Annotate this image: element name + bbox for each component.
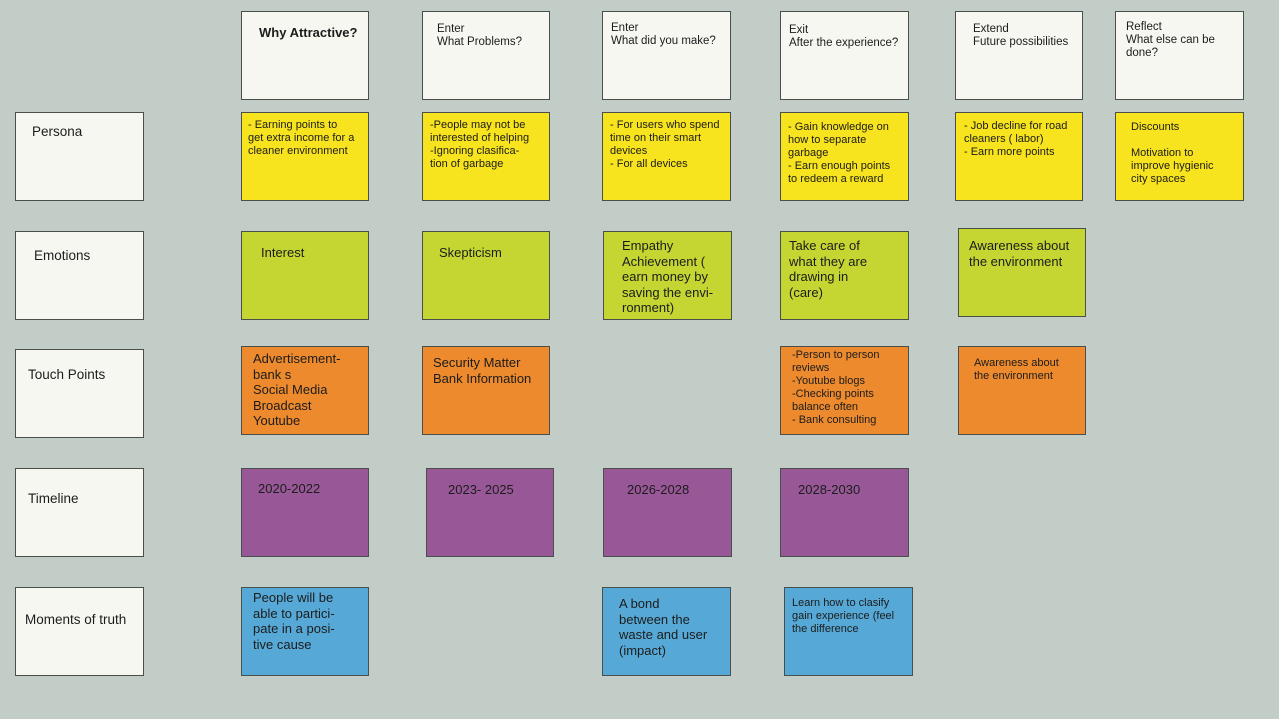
moments-why-attractive-note: People will be able to partici- pate in … (241, 587, 369, 676)
row-label-timeline: Timeline (15, 468, 144, 557)
row-label-emotions: Emotions (15, 231, 144, 320)
persona-reflect-text: Discounts Motivation to improve hygienic… (1131, 121, 1214, 185)
row-label-touch-points: Touch Points (15, 349, 144, 438)
moments-enter-make-note: A bond between the waste and user (impac… (602, 587, 731, 676)
touchpoints-enter-problems-text: Security Matter Bank Information (433, 355, 532, 386)
header-reflect: Reflect What else can be done? (1115, 11, 1244, 100)
header-extend: Extend Future possibilities (955, 11, 1083, 100)
row-label-timeline-text: Timeline (28, 491, 79, 506)
row-label-persona: Persona (15, 112, 144, 201)
persona-exit-text: - Gain knowledge on how to separate garb… (788, 121, 891, 185)
header-exit-text: Exit After the experience? (789, 24, 899, 49)
touchpoints-extend-note: Awareness about the environment (958, 346, 1086, 435)
persona-why-attractive-text: - Earning points to get extra income for… (248, 119, 355, 157)
row-label-moments-of-truth: Moments of truth (15, 587, 144, 676)
timeline-2028-2030-text: 2028-2030 (798, 482, 861, 497)
emotions-enter-make-text: Empathy Achievement ( earn money by savi… (622, 238, 714, 315)
timeline-2020-2022-note: 2020-2022 (241, 468, 369, 557)
persona-extend-text: - Job decline for road cleaners ( labor)… (964, 120, 1068, 158)
header-enter-make-text: Enter What did you make? (611, 22, 716, 47)
emotions-exit-note: Take care of what they are drawing in (c… (780, 231, 909, 320)
persona-exit-note: - Gain knowledge on how to separate garb… (780, 112, 909, 201)
persona-extend-note: - Job decline for road cleaners ( labor)… (955, 112, 1083, 201)
row-label-moments-of-truth-text: Moments of truth (25, 612, 127, 627)
persona-why-attractive-note: - Earning points to get extra income for… (241, 112, 369, 201)
persona-enter-make-note: - For users who spend time on their smar… (602, 112, 731, 201)
moments-exit-text: Learn how to clasify gain experience (fe… (792, 597, 895, 635)
timeline-2023-2025-note: 2023- 2025 (426, 468, 554, 557)
touchpoints-why-attractive-note: Advertisement- bank s Social Media Broad… (241, 346, 369, 435)
emotions-enter-make-note: Empathy Achievement ( earn money by savi… (603, 231, 732, 320)
persona-enter-make-text: - For users who spend time on their smar… (610, 119, 720, 170)
header-enter-make: Enter What did you make? (602, 11, 731, 100)
persona-reflect-note: Discounts Motivation to improve hygienic… (1115, 112, 1244, 201)
touchpoints-exit-text: -Person to person reviews -Youtube blogs… (792, 349, 880, 426)
emotions-enter-problems-note: Skepticism (422, 231, 550, 320)
moments-exit-note: Learn how to clasify gain experience (fe… (784, 587, 913, 676)
timeline-2026-2028-text: 2026-2028 (627, 482, 690, 497)
row-label-emotions-text: Emotions (34, 248, 91, 263)
moments-enter-make-text: A bond between the waste and user (impac… (619, 596, 708, 658)
touchpoints-enter-problems-note: Security Matter Bank Information (422, 346, 550, 435)
touchpoints-why-attractive-text: Advertisement- bank s Social Media Broad… (253, 351, 341, 428)
header-reflect-text: Reflect What else can be done? (1126, 21, 1215, 59)
timeline-2023-2025-text: 2023- 2025 (448, 482, 514, 497)
persona-enter-problems-note: -People may not be interested of helping… (422, 112, 550, 201)
timeline-2028-2030-note: 2028-2030 (780, 468, 909, 557)
emotions-exit-text: Take care of what they are drawing in (c… (789, 238, 868, 300)
row-label-persona-text: Persona (32, 124, 83, 139)
emotions-enter-problems-text: Skepticism (439, 245, 502, 260)
timeline-2026-2028-note: 2026-2028 (603, 468, 732, 557)
touchpoints-exit-note: -Person to person reviews -Youtube blogs… (780, 346, 909, 435)
emotions-why-attractive-note: Interest (241, 231, 369, 320)
emotions-extend-note: Awareness about the environment (958, 228, 1086, 317)
header-why-attractive-text: Why Attractive? (259, 25, 358, 40)
timeline-2020-2022-text: 2020-2022 (258, 481, 321, 496)
moments-why-attractive-text: People will be able to partici- pate in … (253, 590, 335, 652)
header-extend-text: Extend Future possibilities (973, 23, 1069, 48)
header-exit: Exit After the experience? (780, 11, 909, 100)
header-why-attractive: Why Attractive? (241, 11, 369, 100)
emotions-extend-text: Awareness about the environment (969, 238, 1070, 269)
row-label-touch-points-text: Touch Points (28, 367, 106, 382)
touchpoints-extend-text: Awareness about the environment (974, 357, 1059, 382)
header-enter-problems: Enter What Problems? (422, 11, 550, 100)
emotions-why-attractive-text: Interest (261, 245, 305, 260)
header-enter-problems-text: Enter What Problems? (437, 23, 523, 48)
persona-enter-problems-text: -People may not be interested of helping… (430, 119, 530, 170)
